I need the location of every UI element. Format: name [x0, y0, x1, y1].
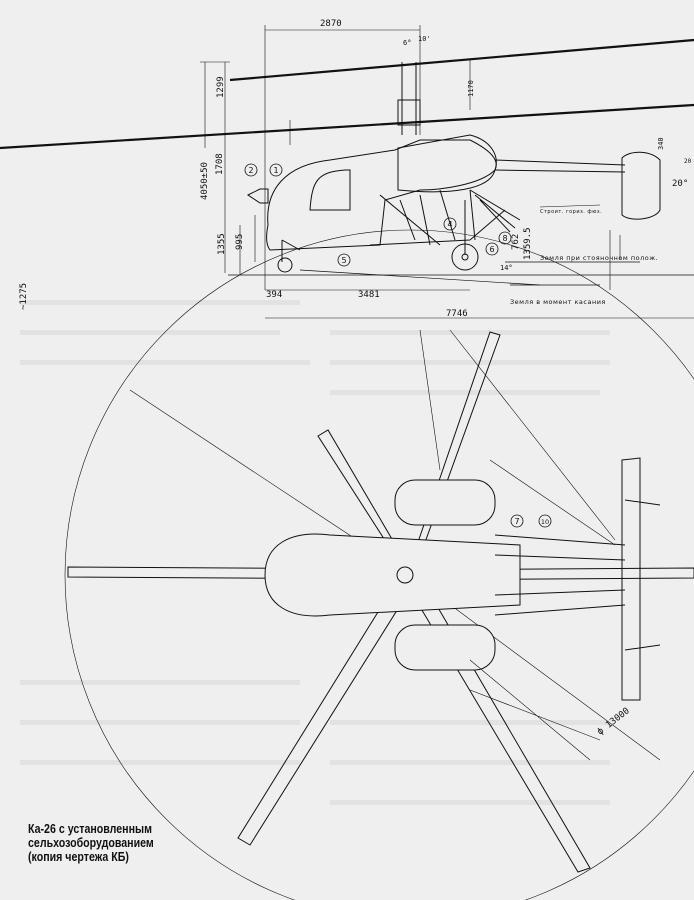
dim-2870: 2870	[320, 19, 342, 29]
dim-4050: 4050±50	[200, 162, 210, 200]
callout-4: 4	[447, 220, 452, 229]
main-wheel	[451, 243, 479, 271]
callout-2: 2	[248, 166, 253, 175]
callout-7: 7	[514, 517, 519, 526]
callout-5: 5	[341, 256, 346, 265]
callout-6: 6	[489, 245, 494, 254]
dim-394: 394	[266, 290, 282, 300]
dim-1708: 1708	[215, 153, 225, 175]
dim-1170: 1170	[467, 80, 475, 97]
top-view	[64, 229, 694, 900]
engine-nacelle	[397, 134, 497, 193]
caption-line-2: сельхозоборудованием	[28, 836, 154, 850]
right-engine-pod	[394, 624, 496, 671]
nose-fairing	[247, 188, 269, 204]
dim-tilt-min: 10'	[418, 35, 431, 43]
fuselage-top	[264, 533, 521, 617]
side-view	[0, 25, 694, 319]
upper-rotor-blade	[229, 38, 694, 82]
lower-rotor-blade	[0, 103, 694, 150]
caption-line-3: (копия чертежа КБ)	[28, 850, 129, 864]
dim-340: 340	[657, 137, 665, 150]
dim-1359: 1359.5	[523, 227, 533, 260]
rotor-disc-circle	[64, 229, 694, 900]
note-ground-parked: Земля при стояночном полож.	[540, 254, 658, 262]
note-ground-touch: Земля в момент касания	[510, 298, 606, 306]
tail-fin	[621, 151, 661, 220]
figure-caption: Ка-26 с установленным сельхозоборудовани…	[28, 822, 154, 864]
dim-1355: 1355	[217, 233, 227, 255]
dim-995: 995	[235, 234, 245, 250]
dim-3481: 3481	[358, 290, 380, 300]
dim-1299: 1299	[216, 76, 226, 98]
dim-20deg: 20°	[672, 179, 688, 189]
dim-20: 20	[684, 158, 692, 165]
dim-1275: ~1275	[19, 283, 29, 310]
side-callouts	[244, 163, 512, 267]
dim-762: 762	[511, 234, 521, 250]
dim-rotor-diameter: ф 13000	[596, 706, 632, 737]
dim-14deg: 14°	[500, 264, 513, 272]
dim-7746: 7746	[446, 309, 468, 319]
note-fuselage-horizontal: Строит. гориз. фюз.	[540, 209, 602, 215]
caption-line-1: Ка-26 с установленным	[28, 822, 152, 836]
cockpit-window	[309, 169, 351, 211]
nose-wheel	[277, 257, 293, 273]
callout-1: 1	[273, 166, 278, 175]
dim-tilt-deg: 6°	[403, 39, 411, 47]
fuselage	[266, 139, 497, 251]
left-engine-pod	[394, 479, 496, 526]
callout-8: 8	[502, 234, 507, 243]
callout-10: 10	[541, 518, 549, 526]
tail-plane	[621, 457, 661, 701]
